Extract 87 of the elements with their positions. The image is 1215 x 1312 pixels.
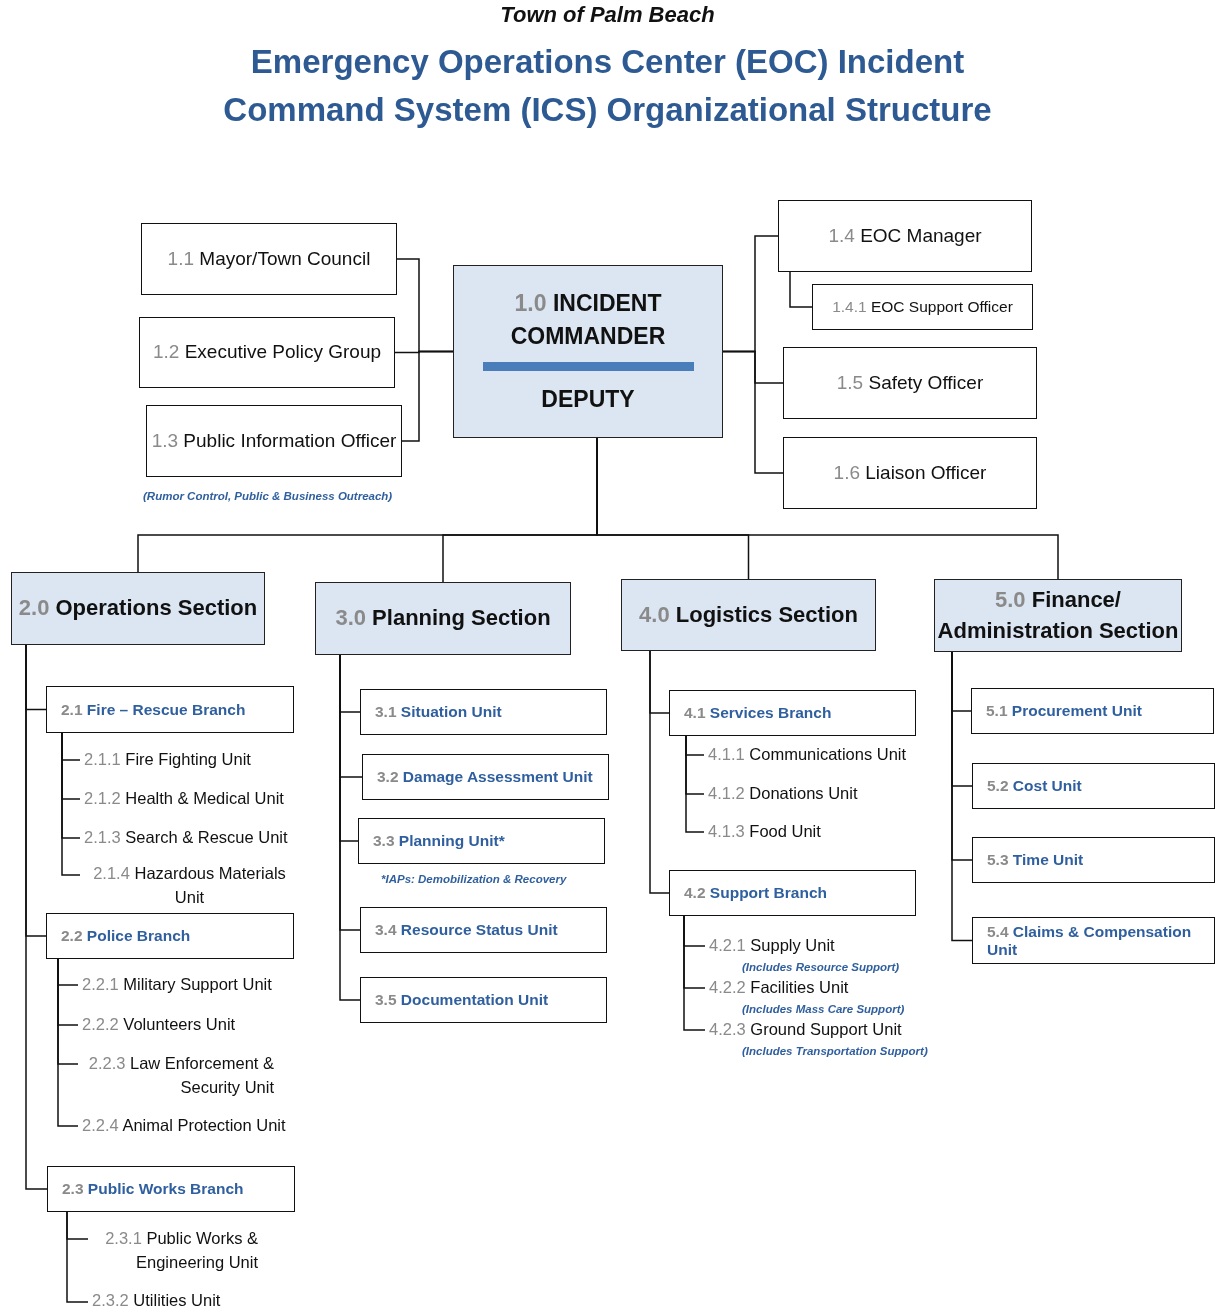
- node-label: 4.0 Logistics Section: [639, 600, 858, 629]
- unit-box: [360, 689, 607, 735]
- node-label: 1.5 Safety Officer: [836, 370, 984, 395]
- connector-line: [57, 958, 79, 1127]
- connector-line: [25, 644, 48, 1190]
- note-text: (Rumor Control, Public & Business Outreach): [143, 490, 393, 502]
- position-box: [783, 437, 1037, 509]
- node-label: 4.1 Services Branch: [684, 704, 832, 722]
- position-box: [783, 347, 1037, 419]
- unit-entry: 2.2.2 Volunteers Unit: [82, 1014, 236, 1036]
- note-text: *IAPs: Demobilization & Recovery: [381, 873, 567, 885]
- node-label: 2.0 Operations Section: [18, 594, 258, 623]
- node-label: 5.0 Finance/ Administration Section: [936, 585, 1180, 645]
- unit-box: [47, 1166, 295, 1212]
- node-label: 2.2 Police Branch: [61, 927, 191, 945]
- unit-box: [971, 688, 1214, 734]
- node-label: 5.2 Cost Unit: [987, 777, 1082, 795]
- commander-box: [453, 265, 723, 438]
- position-box: [812, 284, 1033, 330]
- connector-line: [61, 732, 81, 876]
- position-box: [778, 200, 1032, 272]
- section-box: [315, 582, 571, 655]
- connector-line: [951, 651, 973, 942]
- unit-box: [669, 870, 916, 916]
- unit-box: [972, 763, 1215, 809]
- node-label: 5.3 Time Unit: [987, 851, 1084, 869]
- unit-box: [46, 913, 294, 959]
- unit-entry: 2.2.3 Law Enforcement & Security Unit: [87, 1053, 274, 1098]
- node-label: 1.4.1 EOC Support Officer: [832, 297, 1013, 318]
- connector-line: [66, 1211, 89, 1303]
- unit-box: [358, 818, 605, 864]
- unit-entry: 4.2.1 Supply Unit: [709, 935, 835, 957]
- unit-box: [360, 977, 607, 1023]
- node-label: 3.1 Situation Unit: [375, 703, 502, 721]
- unit-entry: 4.1.2 Donations Unit: [708, 783, 858, 805]
- node-label: 2.3 Public Works Branch: [62, 1180, 244, 1198]
- connector-line: [401, 350, 454, 442]
- note-text: (Includes Mass Care Support): [742, 1003, 905, 1015]
- unit-entry: 2.1.2 Health & Medical Unit: [84, 788, 284, 810]
- node-label: 2.1 Fire – Rescue Branch: [61, 700, 246, 719]
- unit-entry: 2.1.1 Fire Fighting Unit: [84, 749, 251, 771]
- node-label: DEPUTY: [541, 384, 635, 414]
- node-label: 3.5 Documentation Unit: [375, 991, 549, 1009]
- node-label: 5.1 Procurement Unit: [986, 702, 1142, 720]
- unit-box: [669, 690, 916, 736]
- unit-box: [46, 686, 294, 733]
- unit-entry: 2.3.1 Public Works & Engineering Unit: [104, 1228, 258, 1273]
- title: Emergency Operations Center (EOC) Incident Command System (ICS) Organizational Structure: [222, 42, 993, 130]
- node-label: 1.0 INCIDENT COMMANDER: [509, 289, 667, 352]
- unit-box: [360, 907, 607, 953]
- connector-line: [649, 650, 670, 894]
- unit-entry: 4.2.3 Ground Support Unit: [709, 1019, 902, 1041]
- connector-line: [683, 915, 706, 1031]
- unit-entry: 2.2.4 Animal Protection Unit: [82, 1115, 286, 1137]
- node-label: 5.4 Claims & Compensation Unit: [987, 922, 1193, 959]
- section-box: [621, 579, 876, 651]
- node-label: 1.6 Liaison Officer: [833, 460, 987, 485]
- connector-line: [685, 735, 705, 833]
- unit-entry: 4.1.3 Food Unit: [708, 821, 821, 843]
- node-label: 3.0 Planning Section: [335, 604, 551, 633]
- unit-box: [972, 837, 1215, 883]
- node-label: 3.4 Resource Status Unit: [375, 921, 558, 939]
- unit-entry: 4.2.2 Facilities Unit: [709, 977, 849, 999]
- position-box: [139, 317, 395, 388]
- node-label: 1.4 EOC Manager: [828, 223, 982, 248]
- unit-entry: 4.1.1 Communications Unit: [708, 744, 907, 766]
- unit-box: [972, 917, 1215, 964]
- unit-entry: 2.1.3 Search & Rescue Unit: [84, 827, 288, 849]
- note-text: (Includes Resource Support): [742, 961, 900, 973]
- node-label: 1.1 Mayor/Town Council: [167, 246, 371, 271]
- node-label: 1.3 Public Information Officer: [151, 428, 397, 453]
- unit-entry: 2.2.1 Military Support Unit: [82, 974, 272, 996]
- note-text: (Includes Transportation Support): [742, 1045, 928, 1057]
- unit-entry: 2.3.2 Utilities Unit: [92, 1290, 221, 1312]
- connector-line: [722, 350, 784, 474]
- node-label: 4.2 Support Branch: [684, 884, 827, 902]
- position-box: [141, 223, 397, 295]
- connector-line: [789, 271, 813, 308]
- section-box: [934, 579, 1182, 652]
- section-box: [11, 572, 265, 645]
- unit-box: [362, 754, 609, 800]
- subtitle: Town of Palm Beach: [499, 2, 716, 28]
- unit-entry: 2.1.4 Hazardous Materials Unit: [92, 863, 287, 908]
- position-box: [146, 405, 402, 477]
- node-label: 1.2 Executive Policy Group: [152, 340, 382, 365]
- node-label: 3.2 Damage Assessment Unit: [377, 768, 593, 786]
- node-label: 3.3 Planning Unit*: [373, 832, 505, 850]
